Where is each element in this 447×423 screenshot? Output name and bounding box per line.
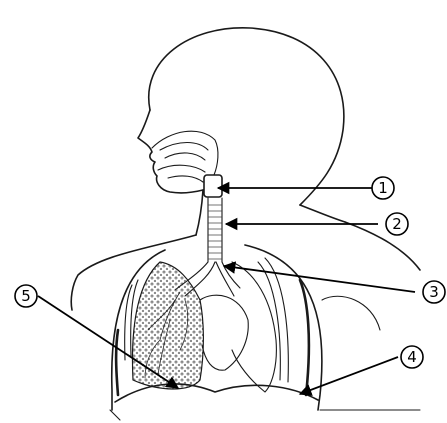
label-3-text: 3 <box>429 283 439 301</box>
pointer-lines <box>38 188 415 394</box>
label-1-text: 1 <box>378 179 388 197</box>
label-4-text: 4 <box>407 348 417 366</box>
torso-outline <box>71 222 420 420</box>
label-1: 1 <box>372 177 394 199</box>
label-5-text: 5 <box>21 287 31 305</box>
lung-left <box>132 262 203 389</box>
diaphragm <box>115 384 318 402</box>
head-outline <box>138 28 345 235</box>
pointer-3 <box>224 266 415 292</box>
label-4: 4 <box>401 346 423 368</box>
pointer-4 <box>300 357 398 394</box>
label-2: 2 <box>386 213 408 235</box>
label-2-text: 2 <box>392 215 402 233</box>
label-5: 5 <box>15 285 37 307</box>
lung-right <box>200 262 276 392</box>
label-3: 3 <box>423 281 445 303</box>
